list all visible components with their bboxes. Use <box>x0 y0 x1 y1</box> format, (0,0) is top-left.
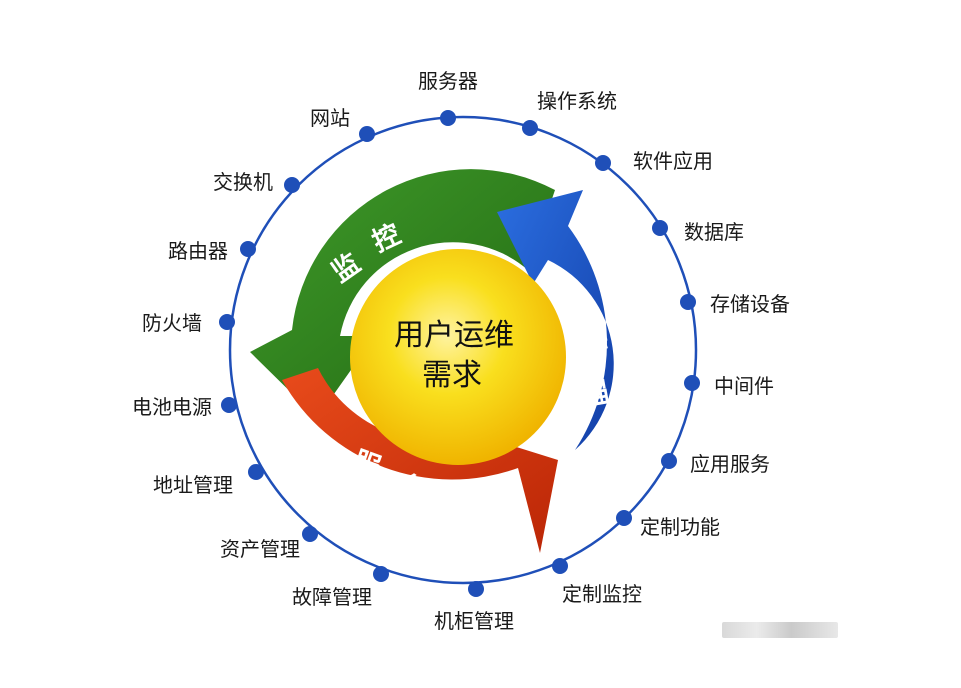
node-dot-custom-function <box>616 510 632 526</box>
node-dot-router <box>240 241 256 257</box>
manage-arrow <box>497 190 614 450</box>
node-dot-firewall <box>219 314 235 330</box>
center-title-line2: 需求 <box>422 358 482 393</box>
node-dot-fault <box>373 566 389 582</box>
manage-label-char2: 理 <box>576 378 611 410</box>
node-dot-custom-monitor <box>552 558 568 574</box>
node-label-app-service: 应用服务 <box>690 452 770 476</box>
node-dot-address <box>248 464 264 480</box>
node-dot-battery <box>221 397 237 413</box>
node-dots <box>219 110 700 597</box>
node-label-website: 网站 <box>310 106 350 130</box>
node-label-server: 服务器 <box>418 69 478 93</box>
node-label-asset: 资产管理 <box>220 537 300 561</box>
node-dot-middleware <box>684 375 700 391</box>
node-label-firewall: 防火墙 <box>142 311 202 335</box>
node-labels: 服务器 操作系统 软件应用 数据库 存储设备 中间件 应用服务 定制功能 定制监… <box>132 69 790 633</box>
node-dot-storage <box>680 294 696 310</box>
node-label-database: 数据库 <box>684 220 744 244</box>
manage-label-char1: 管 <box>573 323 611 358</box>
node-label-os: 操作系统 <box>537 89 617 113</box>
node-dot-os <box>522 120 538 136</box>
node-label-custom-function: 定制功能 <box>640 515 720 539</box>
watermark <box>722 622 838 638</box>
node-dot-server <box>440 110 456 126</box>
node-dot-app-service <box>661 453 677 469</box>
center-title-line1: 用户运维 <box>394 318 514 353</box>
node-label-cabinet: 机柜管理 <box>434 609 514 633</box>
node-label-switch: 交换机 <box>213 170 273 194</box>
outer-ring <box>228 115 698 585</box>
node-dot-asset <box>302 526 318 542</box>
node-dot-cabinet <box>468 581 484 597</box>
node-label-software: 软件应用 <box>633 149 713 173</box>
node-dot-software <box>595 155 611 171</box>
service-arrow <box>282 368 558 553</box>
node-dot-database <box>652 220 668 236</box>
node-dot-website <box>359 126 375 142</box>
node-label-custom-monitor: 定制监控 <box>562 582 642 606</box>
node-label-router: 路由器 <box>168 239 228 263</box>
monitor-arrow <box>250 169 555 418</box>
node-label-middleware: 中间件 <box>714 374 774 398</box>
node-label-storage: 存储设备 <box>710 292 790 316</box>
node-label-battery: 电池电源 <box>132 395 212 419</box>
node-label-fault: 故障管理 <box>292 585 372 609</box>
node-dot-switch <box>284 177 300 193</box>
node-label-address: 地址管理 <box>153 473 233 497</box>
core-circle <box>350 249 566 465</box>
